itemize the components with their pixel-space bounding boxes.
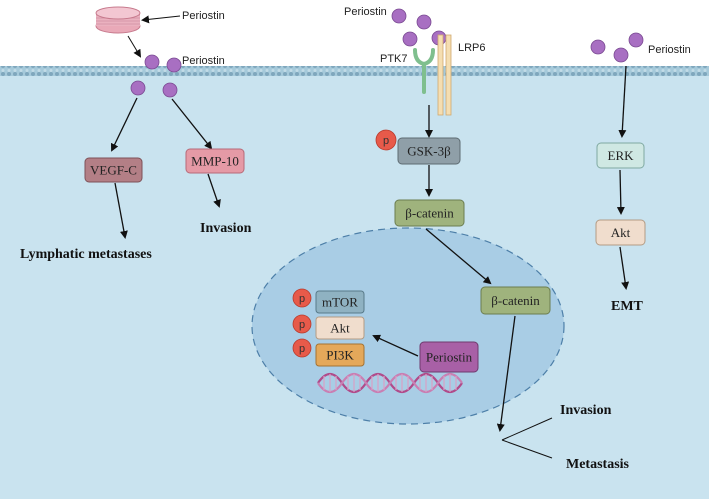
arrow-vegfc-to-lymph bbox=[114, 182, 128, 239]
metastasis-label: Metastasis bbox=[566, 457, 630, 472]
lrp6-label: LRP6 bbox=[458, 42, 486, 54]
phospho-label: p bbox=[383, 135, 389, 147]
periostin-ball bbox=[162, 82, 178, 98]
arrow-to-mmp10 bbox=[171, 98, 213, 150]
phospho-label: p bbox=[299, 293, 305, 305]
phospho-badge bbox=[292, 338, 312, 358]
periostin-ball bbox=[590, 39, 606, 55]
emt-label: EMT bbox=[611, 299, 644, 314]
arrow-mmp10-to-invasion bbox=[207, 173, 221, 208]
gsk3b-box bbox=[397, 137, 461, 165]
periostin-nuc-box bbox=[419, 341, 479, 373]
akt-right-label: Akt bbox=[611, 225, 631, 240]
periostin-nuc-label: Periostin bbox=[426, 350, 473, 365]
pi3k-label: PI3K bbox=[326, 348, 354, 363]
invasion-left-label: Invasion bbox=[200, 221, 252, 236]
mtor-box bbox=[315, 290, 365, 314]
periostin-ball bbox=[130, 80, 146, 96]
periostin-dish bbox=[95, 6, 141, 34]
periostin-right-label: Periostin bbox=[648, 44, 691, 56]
periostin-left-label: Periostin bbox=[182, 55, 225, 67]
periostin-ball bbox=[391, 8, 407, 24]
periostin-ball bbox=[166, 57, 182, 73]
periostin-ball bbox=[402, 31, 418, 47]
erk-label: ERK bbox=[608, 148, 635, 163]
invasion-bottom-label: Invasion bbox=[560, 403, 612, 418]
bcatenin-cyto-label: β-catenin bbox=[405, 206, 454, 221]
arrow-to-erk bbox=[618, 65, 627, 138]
branch-metastasis bbox=[501, 439, 553, 459]
arrow-akt-to-emt bbox=[619, 246, 630, 290]
lrp6-receptor bbox=[437, 34, 452, 116]
periostin-ball bbox=[628, 32, 644, 48]
vegfc-label: VEGF-C bbox=[90, 163, 137, 178]
bcatenin-nuc-label: β-catenin bbox=[491, 293, 540, 308]
mmp10-label: MMP-10 bbox=[191, 154, 239, 169]
periostin-mid-label: Periostin bbox=[344, 6, 387, 18]
bcatenin-nuc-box bbox=[480, 286, 551, 315]
periostin-ball bbox=[613, 47, 629, 63]
akt-right-box bbox=[595, 219, 646, 246]
lymphatic-metastases-label: Lymphatic metastases bbox=[20, 247, 152, 262]
mtor-label: mTOR bbox=[322, 295, 358, 310]
dna-helix bbox=[317, 372, 463, 394]
ptk7-receptor bbox=[413, 48, 435, 94]
bcatenin-cyto-box bbox=[394, 199, 465, 227]
phospho-badge bbox=[292, 314, 312, 334]
phospho-label: p bbox=[299, 319, 305, 331]
cell-membrane bbox=[0, 66, 709, 76]
periostin-ball bbox=[416, 14, 432, 30]
mmp10-box bbox=[185, 148, 245, 174]
phospho-badge bbox=[292, 288, 312, 308]
arrow-periostin-to-akt bbox=[372, 334, 419, 357]
arrow-bcatenin-to-nucleus bbox=[425, 228, 492, 285]
arrow-dish-to-periostin bbox=[127, 35, 142, 58]
akt-nuc-box bbox=[315, 316, 365, 340]
arrow-label-to-dish bbox=[141, 15, 181, 24]
branch-invasion bbox=[501, 417, 553, 441]
ptk7-label: PTK7 bbox=[380, 53, 408, 65]
vegfc-box bbox=[84, 157, 143, 183]
periostin-ball bbox=[144, 54, 160, 70]
erk-box bbox=[596, 142, 645, 169]
periostin-dish-label: Periostin bbox=[182, 10, 225, 22]
akt-nuc-label: Akt bbox=[330, 321, 350, 336]
arrow-to-vegfc bbox=[110, 97, 138, 152]
gsk3b-label: GSK-3β bbox=[407, 144, 451, 159]
phospho-label: p bbox=[299, 343, 305, 355]
arrow-bcatenin-to-outcomes bbox=[496, 315, 516, 432]
phospho-badge bbox=[375, 129, 397, 151]
arrow-erk-to-akt bbox=[616, 169, 625, 215]
pi3k-box bbox=[315, 343, 365, 367]
